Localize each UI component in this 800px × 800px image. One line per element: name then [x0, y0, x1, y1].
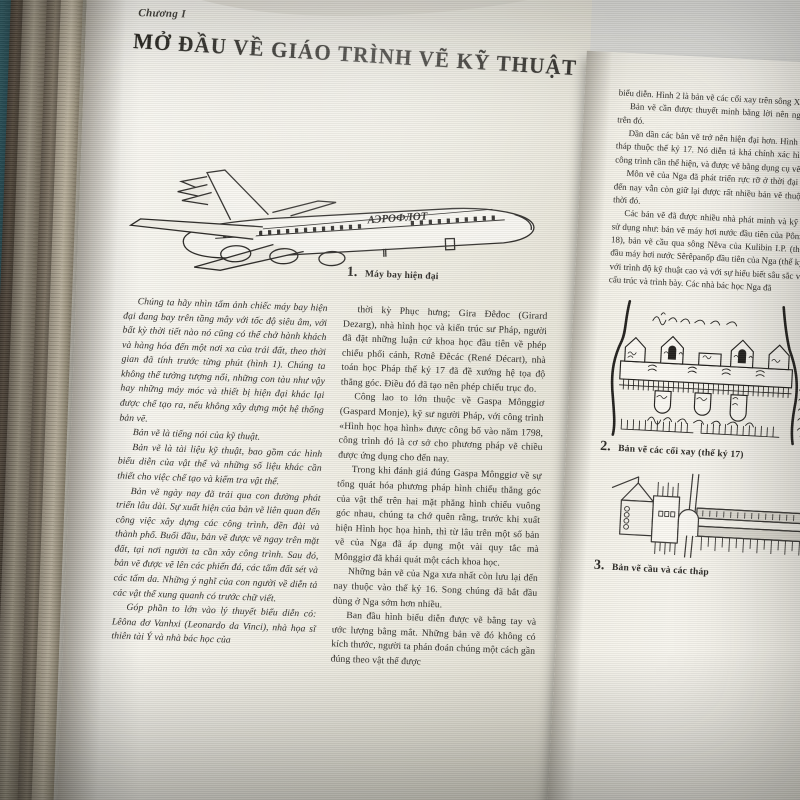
- watermill-drawing-icon: [610, 300, 800, 446]
- figure-2-text: Bản vẽ các cối xay (thế kỷ 17): [617, 444, 744, 461]
- airplane-icon: АЭРОФЛОТ: [128, 169, 535, 271]
- paragraph: thời kỳ Phục hưng; Gira Đêđoc (Girard De…: [340, 304, 548, 395]
- right-page: biểu diễn. Hình 2 là bản vẽ các cối xay …: [545, 50, 800, 800]
- paragraph: Trong khi đánh giá đúng Gaspa Mônggiơ về…: [334, 464, 542, 569]
- right-page-text: biểu diễn. Hình 2 là bản vẽ các cối xay …: [609, 86, 800, 299]
- airplane-livery-text: АЭРОФЛОТ: [366, 210, 429, 226]
- paragraph: Bản vẽ ngày nay đã trải qua con đường ph…: [112, 485, 321, 604]
- figure-3-text: Bản vẽ cầu và các tháp: [611, 563, 710, 579]
- body-text-left: Chúng ta hãy nhìn tấm ảnh chiếc máy bay …: [111, 295, 328, 652]
- page-title: MỞ ĐẦU VỀ GIÁO TRÌNH VẼ KỸ THUẬT: [132, 28, 578, 81]
- figure-1-text: Máy bay hiện đại: [364, 269, 439, 283]
- figure-2-number: 2.: [599, 439, 612, 455]
- figure-2: 2. Bản vẽ các cối xay (thế kỷ 17): [600, 297, 800, 469]
- paragraph: Chúng ta hãy nhìn tấm ảnh chiếc máy bay …: [119, 296, 328, 425]
- paragraph: Các bản vẽ đã được nhiều nhà phát minh v…: [608, 208, 800, 293]
- figure-3: 3. Bản vẽ cầu và các tháp: [593, 465, 800, 587]
- paragraph: Góp phần to lớn vào lý thuyết biểu diễn …: [111, 602, 317, 647]
- figure-3-number: 3.: [593, 558, 605, 574]
- body-text-right: thời kỳ Phục hưng; Gira Đêđoc (Girard De…: [330, 303, 548, 675]
- airplane-figure: АЭРОФЛОТ: [121, 155, 555, 291]
- figure-1-caption: 1. Máy bay hiện đại: [347, 265, 439, 284]
- paragraph: Ban đầu hình biểu diễn được vẽ bằng tay …: [330, 610, 537, 668]
- paragraph: Công lao to lớn thuộc về Gaspa Mônggiơ (…: [338, 391, 545, 465]
- left-page: Chương I MỞ ĐẦU VỀ GIÁO TRÌNH VẼ KỸ THUẬ…: [56, 0, 671, 800]
- bridge-and-towers-drawing-icon: [611, 474, 800, 559]
- column-left: Chúng ta hãy nhìn tấm ảnh chiếc máy bay …: [111, 295, 328, 667]
- figure-1-number: 1.: [346, 264, 358, 281]
- paragraph: Những bản vẽ của Nga xưa nhất còn lưu lạ…: [332, 566, 539, 611]
- left-page-columns: Chúng ta hãy nhìn tấm ảnh chiếc máy bay …: [111, 295, 549, 675]
- paragraph: Bản vẽ là tài liệu kỹ thuật, bao gồm các…: [117, 441, 323, 488]
- column-right: thời kỳ Phục hưng; Gira Đêđoc (Girard De…: [330, 303, 548, 675]
